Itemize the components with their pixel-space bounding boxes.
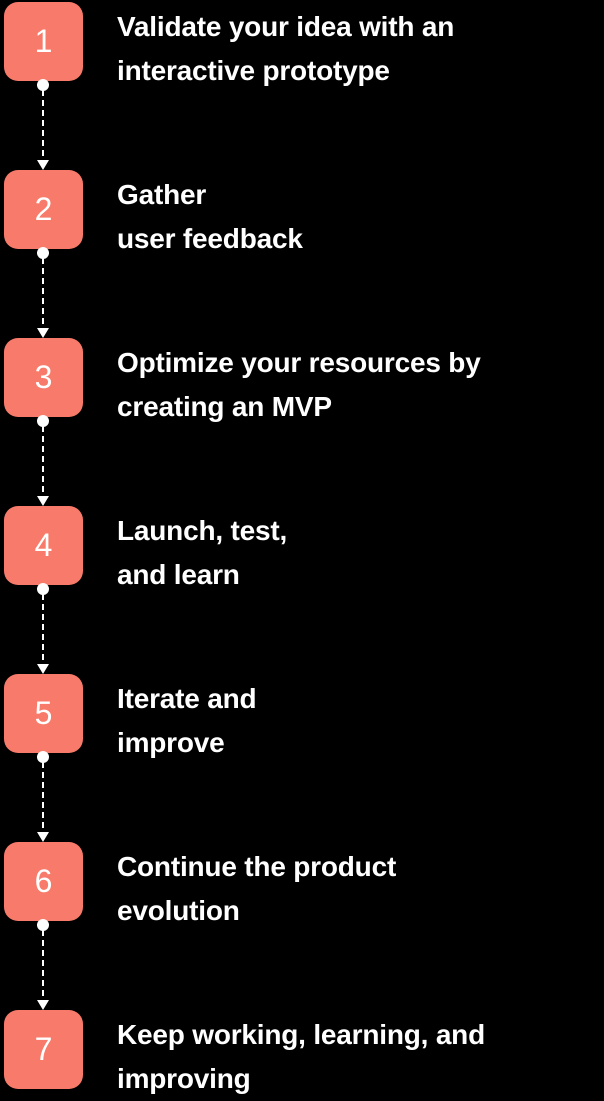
step-number-badge: 2	[4, 170, 83, 249]
step-text-line-1: Optimize your resources by	[117, 347, 481, 378]
step-number-badge: 1	[4, 2, 83, 81]
step-5: 5 Iterate and improve	[0, 674, 604, 842]
step-text-line-2: creating an MVP	[117, 391, 332, 422]
dashed-arrow-connector-icon	[37, 751, 49, 842]
step-text-line-2: evolution	[117, 895, 240, 926]
step-description: Optimize your resources by creating an M…	[117, 341, 597, 429]
step-description: Iterate and improve	[117, 677, 597, 765]
step-3: 3 Optimize your resources by creating an…	[0, 338, 604, 506]
step-text-line-1: Validate your idea with an	[117, 11, 455, 42]
step-text-line-1: Launch, test,	[117, 515, 288, 546]
dashed-arrow-connector-icon	[37, 415, 49, 506]
step-number-badge: 6	[4, 842, 83, 921]
step-text-line-2: improving	[117, 1063, 251, 1094]
step-text-line-2: interactive prototype	[117, 55, 390, 86]
step-number-badge: 4	[4, 506, 83, 585]
step-description: Keep working, learning, and improving	[117, 1013, 597, 1101]
step-text-line-1: Keep working, learning, and	[117, 1019, 485, 1050]
step-text-line-1: Continue the product	[117, 851, 397, 882]
step-text-line-2: improve	[117, 727, 225, 758]
step-text-line-2: and learn	[117, 559, 240, 590]
step-text-line-2: user feedback	[117, 223, 303, 254]
step-text-line-1: Gather	[117, 179, 207, 210]
step-number-badge: 5	[4, 674, 83, 753]
step-number-badge: 7	[4, 1010, 83, 1089]
step-number-badge: 3	[4, 338, 83, 417]
step-text-line-1: Iterate and	[117, 683, 257, 714]
dashed-arrow-connector-icon	[37, 583, 49, 674]
step-description: Launch, test, and learn	[117, 509, 597, 597]
step-4: 4 Launch, test, and learn	[0, 506, 604, 674]
dashed-arrow-connector-icon	[37, 919, 49, 1010]
step-description: Validate your idea with an interactive p…	[117, 5, 597, 93]
step-6: 6 Continue the product evolution	[0, 842, 604, 1010]
step-7: 7 Keep working, learning, and improving	[0, 1010, 604, 1098]
step-1: 1 Validate your idea with an interactive…	[0, 2, 604, 170]
step-2: 2 Gather user feedback	[0, 170, 604, 338]
dashed-arrow-connector-icon	[37, 79, 49, 170]
dashed-arrow-connector-icon	[37, 247, 49, 338]
step-description: Continue the product evolution	[117, 845, 597, 933]
step-description: Gather user feedback	[117, 173, 597, 261]
